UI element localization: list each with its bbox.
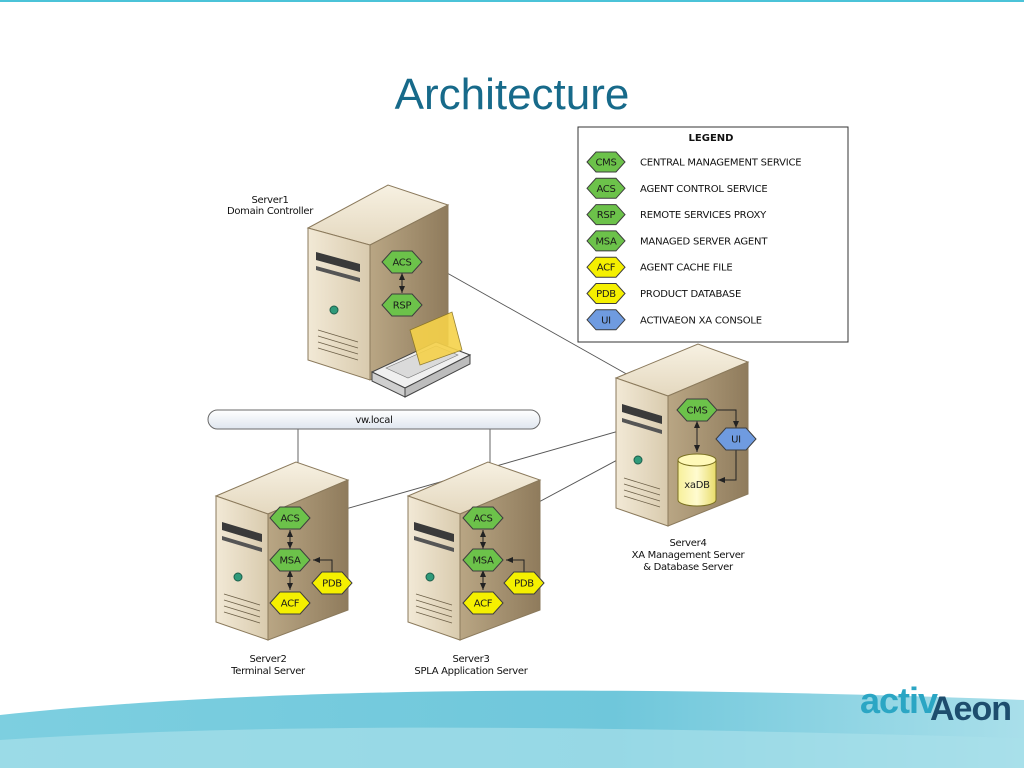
legend-title: LEGEND (689, 133, 734, 144)
logo-aeon: Aeon (930, 690, 1012, 728)
legend-item-abbr: UI (601, 315, 611, 326)
legend-item-abbr: MSA (595, 236, 617, 247)
server3-role: SPLA Application Server (414, 666, 528, 677)
server3-acs-node-label: ACS (473, 514, 492, 525)
server4-cms-node: CMS (676, 398, 718, 422)
legend-item-label: MANAGED SERVER AGENT (640, 236, 768, 247)
server4-ui-db-link (718, 450, 737, 483)
network-label: vw.local (355, 415, 392, 426)
legend-item-abbr: CMS (595, 158, 616, 169)
server1-rsp-node-label: RSP (393, 301, 412, 312)
server3-name: Server3 (452, 654, 489, 665)
internal-links (287, 273, 739, 590)
server4-cms-node-label: CMS (686, 406, 707, 417)
server2-pdb-node-label: PDB (322, 579, 342, 590)
slide-title: Architecture (394, 70, 630, 119)
legend-item-label: REMOTE SERVICES PROXY (640, 210, 767, 221)
xadb-database-icon: xaDB (677, 453, 717, 507)
legend-item-label: AGENT CACHE FILE (640, 263, 733, 274)
legend-item-abbr: PDB (596, 289, 616, 300)
legend-item-label: ACTIVAEON XA CONSOLE (640, 315, 762, 326)
server2-acs-node-label: ACS (280, 514, 299, 525)
server2-acf-node-label: ACF (281, 599, 300, 610)
logo-activ: activ (860, 680, 938, 721)
server4-name: Server4 (669, 538, 706, 549)
server3-acf-node: ACF (462, 591, 504, 615)
server2-pdb-msa-link (313, 557, 333, 572)
server3-msa-node-label: MSA (472, 556, 494, 567)
legend-item: MSA MANAGED SERVER AGENT (586, 230, 769, 252)
server2-msa-node-label: MSA (279, 556, 301, 567)
server3-acs-node: ACS (462, 506, 504, 530)
server1-acs-node: ACS (381, 250, 423, 274)
legend-item: UI ACTIVAEON XA CONSOLE (586, 309, 762, 331)
legend-item: ACF AGENT CACHE FILE (586, 256, 733, 278)
legend-item: CMS CENTRAL MANAGEMENT SERVICE (586, 151, 802, 173)
server1-rsp-node: RSP (381, 293, 423, 317)
server4-role-2: & Database Server (643, 562, 734, 573)
legend-item: PDB PRODUCT DATABASE (586, 283, 741, 304)
activaeon-logo: activ Aeon (860, 680, 1012, 728)
server4-role-1: XA Management Server (632, 550, 746, 561)
server4-ui-node-label: UI (731, 435, 741, 446)
legend-item-label: CENTRAL MANAGEMENT SERVICE (640, 158, 801, 169)
xadb-label: xaDB (684, 480, 710, 491)
server2-pdb-node: PDB (311, 571, 353, 595)
server4-ui-node: UI (715, 427, 757, 451)
server3-pdb-msa-link (506, 557, 525, 572)
server1-peripheral (370, 311, 472, 398)
legend-item-label: AGENT CONTROL SERVICE (640, 184, 767, 195)
server1-role: Domain Controller (227, 206, 314, 217)
server2-acs-node: ACS (269, 506, 311, 530)
legend-item-abbr: ACS (596, 184, 615, 195)
server2-role: Terminal Server (230, 666, 306, 677)
legend-item-abbr: RSP (597, 210, 616, 221)
server3-pdb-node: PDB (503, 571, 545, 595)
top-rule (0, 0, 1024, 2)
server3-acf-node-label: ACF (474, 599, 493, 610)
legend-item: RSP REMOTE SERVICES PROXY (586, 204, 767, 226)
server1-acs-node-label: ACS (392, 258, 411, 269)
legend-item: ACS AGENT CONTROL SERVICE (586, 177, 768, 199)
server4-cms-ui-link (717, 409, 739, 428)
network-bus (207, 409, 541, 430)
bottom-wave-light (0, 727, 1024, 768)
server1-name: Server1 (251, 195, 288, 206)
server2-msa-node: MSA (269, 548, 311, 572)
server2-acf-node: ACF (269, 591, 311, 615)
legend-item-abbr: ACF (597, 263, 616, 274)
legend-item-label: PRODUCT DATABASE (640, 289, 741, 300)
server3-pdb-node-label: PDB (514, 579, 534, 590)
server2-name: Server2 (249, 654, 286, 665)
server3-msa-node: MSA (462, 548, 504, 572)
